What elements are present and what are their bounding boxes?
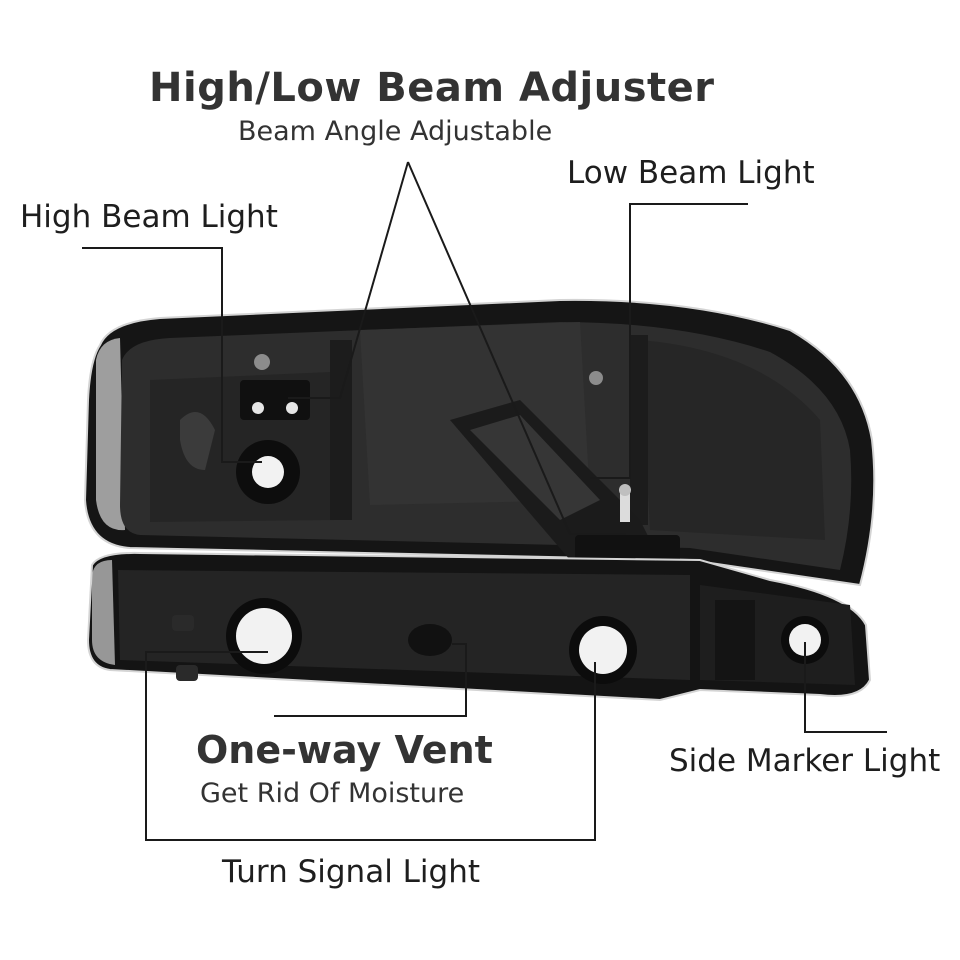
side-marker-leader — [804, 642, 887, 733]
side-marker-socket — [781, 616, 829, 664]
high-beam-leader — [82, 247, 262, 463]
bumper-lamp-housing — [86, 551, 872, 702]
vent-subtitle: Get Rid Of Moisture — [200, 778, 465, 809]
vent-leader — [274, 643, 467, 717]
high-beam-label: High Beam Light — [20, 199, 278, 235]
side-marker-label: Side Marker Light — [669, 743, 941, 779]
turn-signal-leader — [145, 651, 596, 841]
turn-signal-label: Turn Signal Light — [222, 854, 481, 890]
adjuster-title: High/Low Beam Adjuster — [149, 65, 715, 111]
adjuster-leader-left — [288, 161, 409, 399]
vent-title: One-way Vent — [196, 728, 493, 772]
turn-signal-sockets — [226, 598, 637, 684]
low-beam-label: Low Beam Light — [567, 155, 815, 191]
leader-lines — [82, 161, 887, 841]
high-beam-socket — [236, 354, 310, 504]
adjuster-leader-right — [407, 161, 626, 535]
adjuster-subtitle: Beam Angle Adjustable — [238, 116, 553, 147]
low-beam-leader — [590, 203, 748, 479]
